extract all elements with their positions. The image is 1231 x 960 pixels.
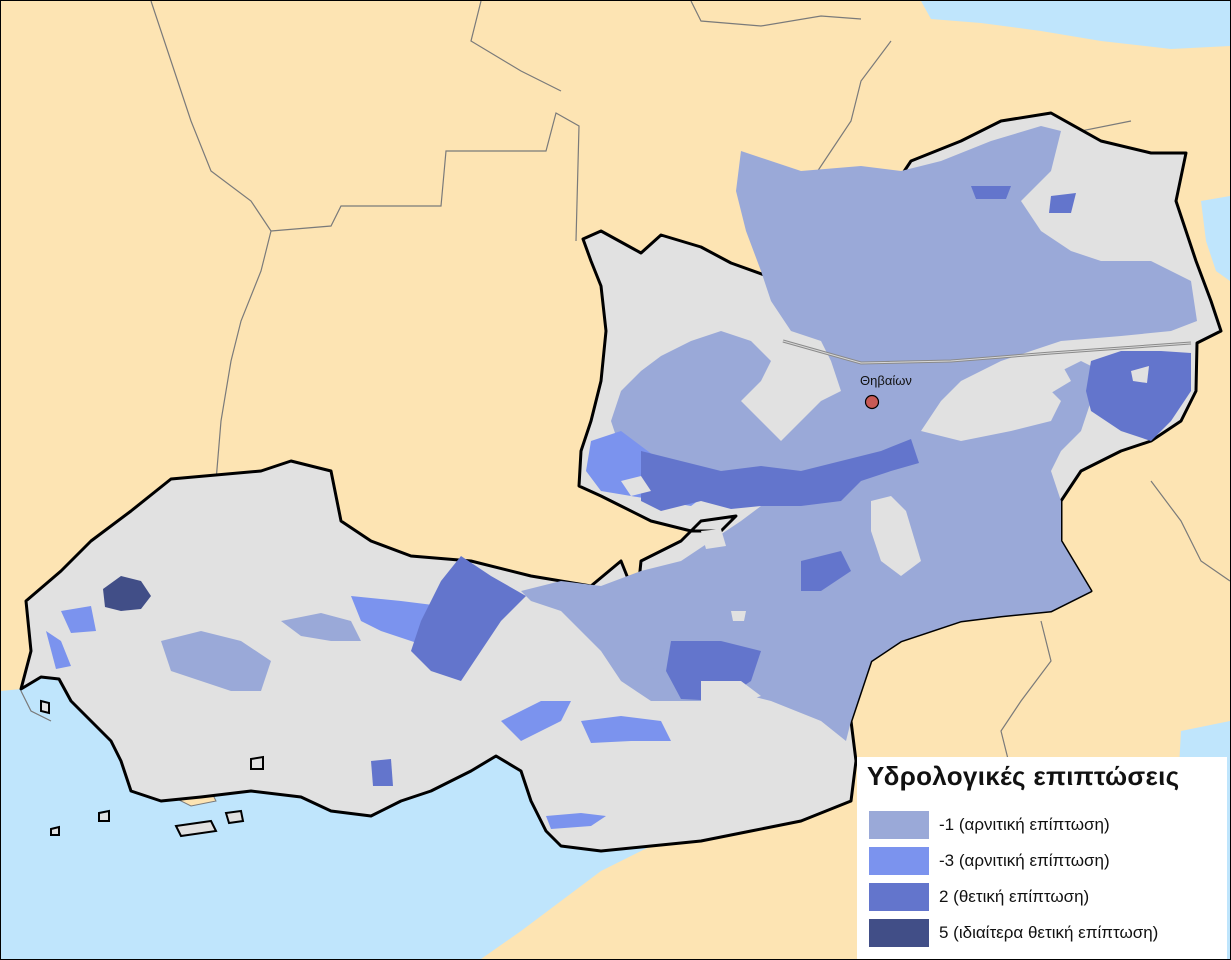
admin-line [20,690,52,722]
sea-top-right [921,1,1230,49]
zone-minus1-strip [281,613,361,641]
legend-swatch [869,883,929,911]
legend-item: -3 (αρνιτική επίπτωση) [869,847,1229,875]
enclave [701,529,726,549]
islet [50,825,60,836]
zone-minus1-main [521,126,1197,741]
legend-label: -1 (αρνιτική επίπτωση) [939,815,1110,834]
admin-line [270,112,580,242]
impact-zones [46,126,1197,829]
sea-gulf [1,677,661,959]
islet [174,819,218,838]
zone-2-patch-c [1049,193,1076,213]
islet [224,809,245,825]
legend-swatch [869,919,929,947]
enclave [731,611,746,621]
zone-2-patch-b [971,186,1011,199]
legend-item: 2 (θετική επίπτωση) [869,883,1229,911]
zone-minus1-west [161,631,271,691]
zone-2-east [1086,351,1191,441]
enclaves [621,363,1149,706]
road-line-inner [782,340,1192,364]
zone-2-center [411,556,526,681]
city-marker [864,394,880,410]
legend-item: 5 (ιδιαίτερα θετική επίπτωση) [869,919,1229,947]
zone-2-band [641,439,919,511]
legend-swatch [869,847,929,875]
islets [40,699,264,838]
legend-label: 5 (ιδιαίτερα θετική επίπτωση) [939,923,1159,942]
admin-boundaries [20,1,1230,772]
zone-minus3-south-a [501,701,571,741]
legend-title: Υδρολογικές επιπτώσεις [867,761,1180,791]
admin-line [690,1,862,27]
islet [40,699,50,715]
zone-minus3-west-a [61,606,96,633]
admin-line [470,1,562,92]
legend: Υδρολογικές επιπτώσεις -1 (αρνιτική επίπ… [857,757,1227,959]
enclave [1031,363,1071,393]
city-label: Θηβαίων [860,373,912,388]
zone-minus3-south-c [546,813,606,829]
zone-minus3-south-b [581,716,671,743]
sea-right-strip [1201,196,1230,281]
admin-line [1000,620,1052,772]
zone-2-patch-d [371,759,393,786]
enclave [1131,366,1149,383]
zone-2-patch-a [801,551,851,591]
admin-line [1150,480,1230,582]
enclave [871,496,921,576]
enclave [701,681,761,706]
legend-label: -3 (αρνιτική επίπτωση) [939,851,1110,870]
zone-minus3-west-b [46,631,71,669]
zone-5 [103,576,151,611]
islet [250,755,264,770]
legend-label: 2 (θετική επίπτωση) [939,887,1090,906]
enclave [621,476,651,496]
islet [98,809,110,822]
legend-item: -1 (αρνιτική επίπτωση) [869,811,1229,839]
legend-swatch [869,811,929,839]
